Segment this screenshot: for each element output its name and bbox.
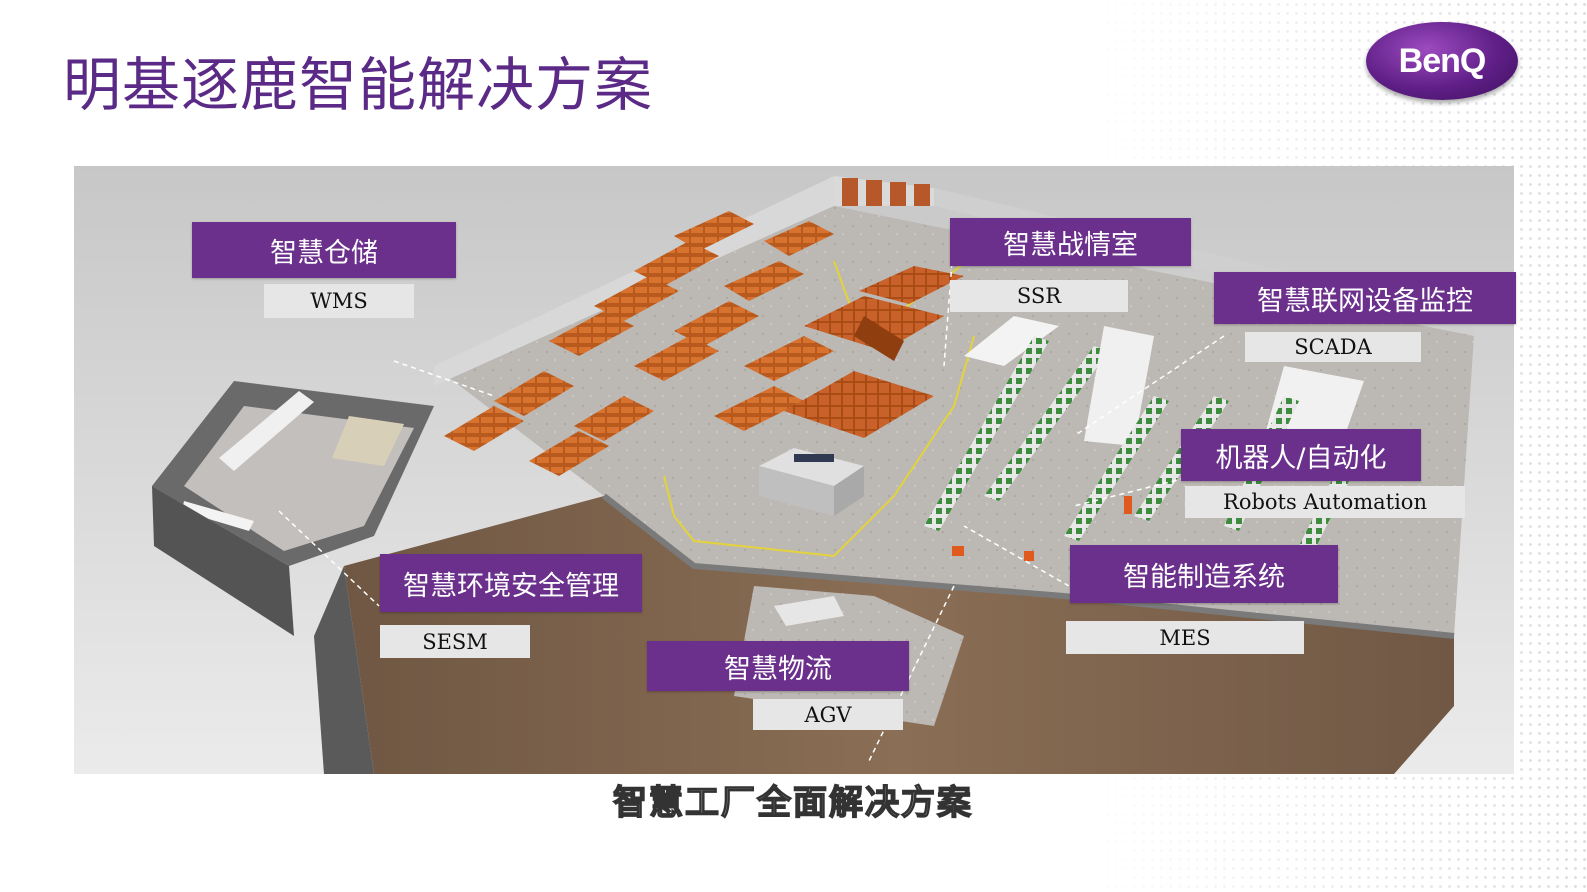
image-caption: 智慧工厂全面解决方案 xyxy=(612,782,973,823)
benq-logo: BenQ xyxy=(1366,22,1518,100)
label-equipment-monitoring: 智慧联网设备监控 xyxy=(1214,272,1516,324)
code-agv: AGV xyxy=(753,699,903,730)
label-robotics-automation: 机器人/自动化 xyxy=(1181,429,1421,481)
label-smart-logistics: 智慧物流 xyxy=(647,641,909,691)
code-sesm: SESM xyxy=(380,625,530,658)
code-mes: MES xyxy=(1066,621,1304,654)
code-robots-automation: Robots Automation xyxy=(1185,486,1465,518)
label-smart-war-room: 智慧战情室 xyxy=(950,218,1191,266)
code-wms: WMS xyxy=(264,284,414,318)
page-title: 明基逐鹿智能解决方案 xyxy=(63,51,654,119)
code-scada: SCADA xyxy=(1245,332,1421,362)
label-environment-safety: 智慧环境安全管理 xyxy=(380,554,642,612)
label-manufacturing-system: 智能制造系统 xyxy=(1070,545,1338,603)
code-ssr: SSR xyxy=(950,280,1128,312)
logo-text: BenQ xyxy=(1398,41,1487,80)
label-smart-warehouse: 智慧仓储 xyxy=(192,222,456,278)
